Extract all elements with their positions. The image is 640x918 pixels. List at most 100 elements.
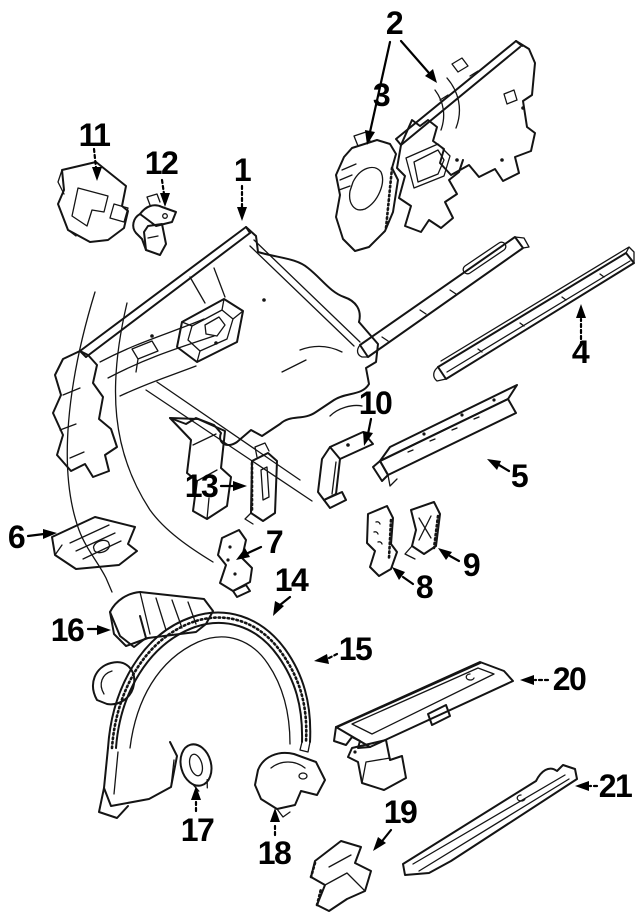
ribs: [69, 524, 122, 560]
lower-bracket: [169, 417, 232, 520]
leader-line: [366, 417, 373, 436]
arrowhead: [575, 781, 589, 791]
foot: [232, 584, 251, 598]
part-9-x-bracket: [404, 501, 441, 560]
outline: [310, 840, 372, 912]
callout-15: 15: [314, 631, 374, 667]
hole: [492, 398, 496, 402]
leader-line-a: [145, 389, 313, 502]
part-16-air-duct: [109, 591, 214, 648]
outline: [366, 505, 398, 577]
outline: [57, 161, 129, 243]
leader-line: [160, 178, 166, 196]
callout-9: 9: [438, 547, 481, 583]
foot-inner: [361, 757, 391, 784]
rect-hole: [503, 89, 518, 105]
right-edge: [299, 741, 311, 753]
arrowhead-left: [365, 130, 375, 145]
seam: [446, 260, 631, 373]
leader-line-b: [156, 381, 301, 481]
spot-weld: [150, 334, 154, 338]
callout-11: 11: [79, 117, 112, 181]
callout-number: 10: [359, 385, 392, 421]
arrowhead: [273, 601, 284, 616]
tab: [276, 808, 291, 818]
top-plate: [139, 204, 177, 227]
callout-3: 3: [373, 77, 392, 113]
callout-number: 16: [51, 612, 84, 648]
part-14-fender-liner: [92, 611, 312, 819]
fender-arc-left: [66, 291, 113, 593]
panel-lines: [113, 751, 175, 795]
hole: [460, 413, 464, 417]
left-panel-notches: [59, 387, 85, 459]
leader-line: [497, 463, 511, 473]
callout-16: 16: [51, 612, 111, 648]
part-upper-slotted-rail: [356, 236, 530, 358]
leader-line: [246, 545, 263, 555]
outline: [254, 751, 326, 810]
ticks: [381, 289, 457, 342]
hole: [346, 443, 350, 447]
callout-number: 20: [553, 661, 586, 697]
hole: [162, 213, 168, 219]
outline: [402, 764, 578, 876]
foot: [244, 512, 254, 525]
part-2-apron-panel: [395, 40, 536, 233]
foot: [347, 739, 407, 791]
inner-line: [331, 461, 337, 495]
callout-21: 21: [575, 768, 634, 804]
part-20-sill-garnish: [333, 661, 514, 791]
callout-4: 4: [572, 304, 591, 370]
braces: [189, 267, 226, 304]
part-3-cowl-panel: [335, 131, 399, 252]
slot: [462, 241, 507, 275]
part-7-gusset: [217, 529, 253, 598]
arrowhead: [363, 431, 373, 446]
callout-10: 10: [359, 385, 394, 446]
arrowhead: [270, 808, 280, 822]
louvers: [338, 163, 357, 191]
strut-tower-hole: [204, 316, 226, 337]
inner-line-1: [412, 774, 566, 865]
inner-inset: [351, 667, 495, 735]
arrowhead: [160, 193, 170, 207]
arrowhead: [236, 548, 250, 560]
rail-slot: [451, 57, 469, 73]
part-17-grommet: [179, 743, 213, 792]
band-hatch: [110, 616, 308, 750]
leader-line: [278, 595, 292, 607]
rivet: [353, 750, 357, 754]
ear-inner: [100, 670, 113, 695]
outline: [410, 501, 441, 555]
arrowhead: [233, 481, 247, 491]
strut-tower: [176, 298, 244, 363]
mid-bracket: [131, 340, 159, 373]
outer-arc: [107, 611, 312, 749]
arrowhead: [237, 207, 247, 221]
arrowhead: [487, 459, 501, 470]
arrowhead: [520, 675, 534, 685]
rail-ticks: [439, 70, 479, 101]
hole-dot: [500, 158, 504, 162]
top-tab: [146, 193, 161, 206]
hole: [422, 432, 426, 436]
callout-20: 20: [520, 661, 588, 697]
end-cap: [402, 863, 406, 876]
part-4-side-rail: [433, 246, 635, 382]
extension-detail: [281, 345, 363, 417]
arrowhead: [392, 567, 405, 580]
bottom-piece: [98, 787, 129, 819]
edge-hatch: [432, 514, 440, 550]
leader-line: [327, 652, 339, 660]
hole: [92, 539, 111, 554]
x-mark: [418, 515, 432, 541]
arrowhead: [97, 625, 111, 635]
callout-8: 8: [392, 567, 434, 605]
fold-lines: [324, 854, 366, 892]
arrowhead: [314, 654, 329, 664]
left-curl: [132, 213, 147, 251]
spot-weld: [214, 341, 218, 345]
lower-flange: [323, 491, 347, 509]
